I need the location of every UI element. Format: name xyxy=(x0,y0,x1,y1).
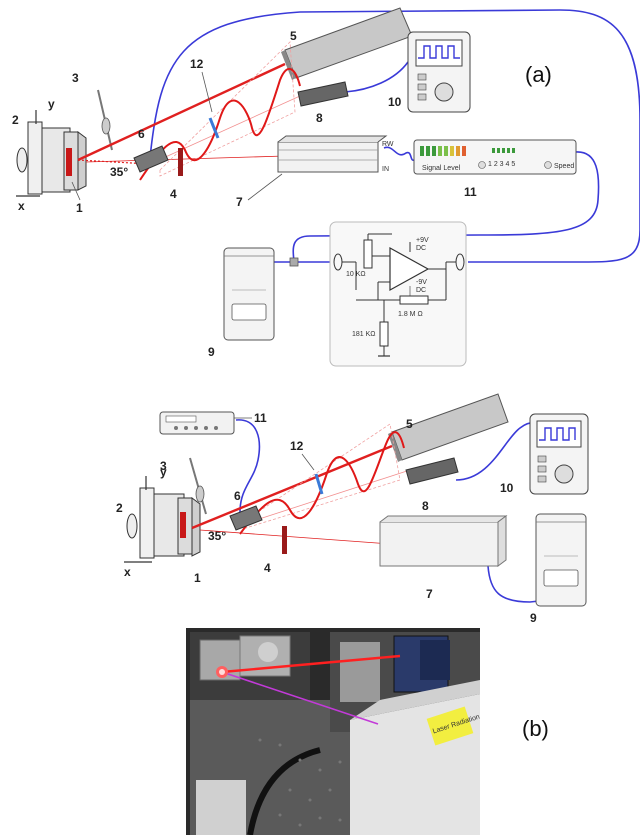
sample-mount-b xyxy=(124,476,200,562)
panel-b-photo: Laser Radiation xyxy=(186,628,481,835)
label-a-2: 2 xyxy=(12,113,19,127)
label-a-4: 4 xyxy=(170,187,177,201)
label-b-axis-x: x xyxy=(124,565,131,579)
label-a-12: 12 xyxy=(190,57,204,71)
reflected-beam-b-8 xyxy=(250,470,410,522)
sample-mount-a xyxy=(16,110,86,196)
oscilloscope-10-a xyxy=(408,32,470,112)
label-b-10: 10 xyxy=(500,481,514,495)
label-b-5: 5 xyxy=(406,417,413,431)
laser-5-a xyxy=(281,8,412,80)
label-a-5: 5 xyxy=(290,29,297,43)
oscilloscope-10-b xyxy=(530,414,588,494)
label-a-6: 6 xyxy=(138,127,145,141)
label-a-angle: 35° xyxy=(110,165,128,179)
lockin-scale-a: 1 2 3 4 5 xyxy=(488,161,515,168)
amp-vminus-a: -9V xyxy=(416,279,427,286)
label-b-1: 1 xyxy=(194,571,201,585)
amp-r3-a: 181 KΩ xyxy=(352,331,376,338)
pc-9-a xyxy=(224,248,274,340)
box-7-in-a: IN xyxy=(382,166,389,173)
polarizer-3-a xyxy=(98,90,112,150)
amp-dc-top-a: DC xyxy=(416,245,426,252)
cable-7-11 xyxy=(384,147,414,160)
label-a-9: 9 xyxy=(208,345,215,359)
label-b-4: 4 xyxy=(264,561,271,575)
cable-8-10 xyxy=(345,62,408,92)
label-a-10: 10 xyxy=(388,95,402,109)
label-b-6: 6 xyxy=(234,489,241,503)
lockin-signal-level-a: Signal Level xyxy=(422,165,461,172)
label-b-9: 9 xyxy=(530,611,537,625)
lockin-speed-a: Speed xyxy=(554,163,574,170)
label-a-axis-y: y xyxy=(48,97,55,111)
label-b-3: 3 xyxy=(160,459,167,473)
label-a-8: 8 xyxy=(316,111,323,125)
label-a-axis-x: x xyxy=(18,199,25,213)
label-b-11: 11 xyxy=(254,411,267,425)
label-b-2: 2 xyxy=(116,501,123,515)
filter-4-b xyxy=(282,526,287,554)
box-7-rw-a: RW xyxy=(382,141,394,148)
box-7-b xyxy=(380,516,506,566)
label-a-11: 11 xyxy=(464,185,477,199)
label-a-3: 3 xyxy=(72,71,79,85)
amp-dc-bottom-a: DC xyxy=(416,287,426,294)
label-a-7: 7 xyxy=(236,195,243,209)
label-b-7: 7 xyxy=(426,587,433,601)
lockin-11-b xyxy=(160,412,234,434)
panel-a-variant: 2 y x 1 3 35° 11 5 xyxy=(116,394,588,625)
label-a-1: 1 xyxy=(76,201,83,215)
amplifier-circuit-a xyxy=(330,222,466,366)
wave-envelope-b xyxy=(246,424,400,528)
label-b-8: 8 xyxy=(422,499,429,513)
filter-4-a xyxy=(178,148,183,176)
beam-b xyxy=(192,446,392,528)
probe-beam-b-4 xyxy=(200,530,390,544)
panel-label-b: (b) xyxy=(522,716,549,741)
panel-label-a: (a) xyxy=(525,62,552,87)
amp-r2-a: 1.8 M Ω xyxy=(398,311,423,318)
detector-8-b xyxy=(406,458,458,484)
box-7-a xyxy=(278,136,386,172)
pc-9-b xyxy=(536,514,586,606)
label-b-12: 12 xyxy=(290,439,304,453)
probe-beam-a-4 xyxy=(86,156,285,162)
amp-vplus-a: +9V xyxy=(416,237,429,244)
detector-8-a xyxy=(298,82,348,106)
wave-b xyxy=(240,432,404,534)
panel-a: 2 y x 1 3 35° 5 12 6 xyxy=(12,8,640,366)
amp-r1-a: 10 KΩ xyxy=(346,271,366,278)
